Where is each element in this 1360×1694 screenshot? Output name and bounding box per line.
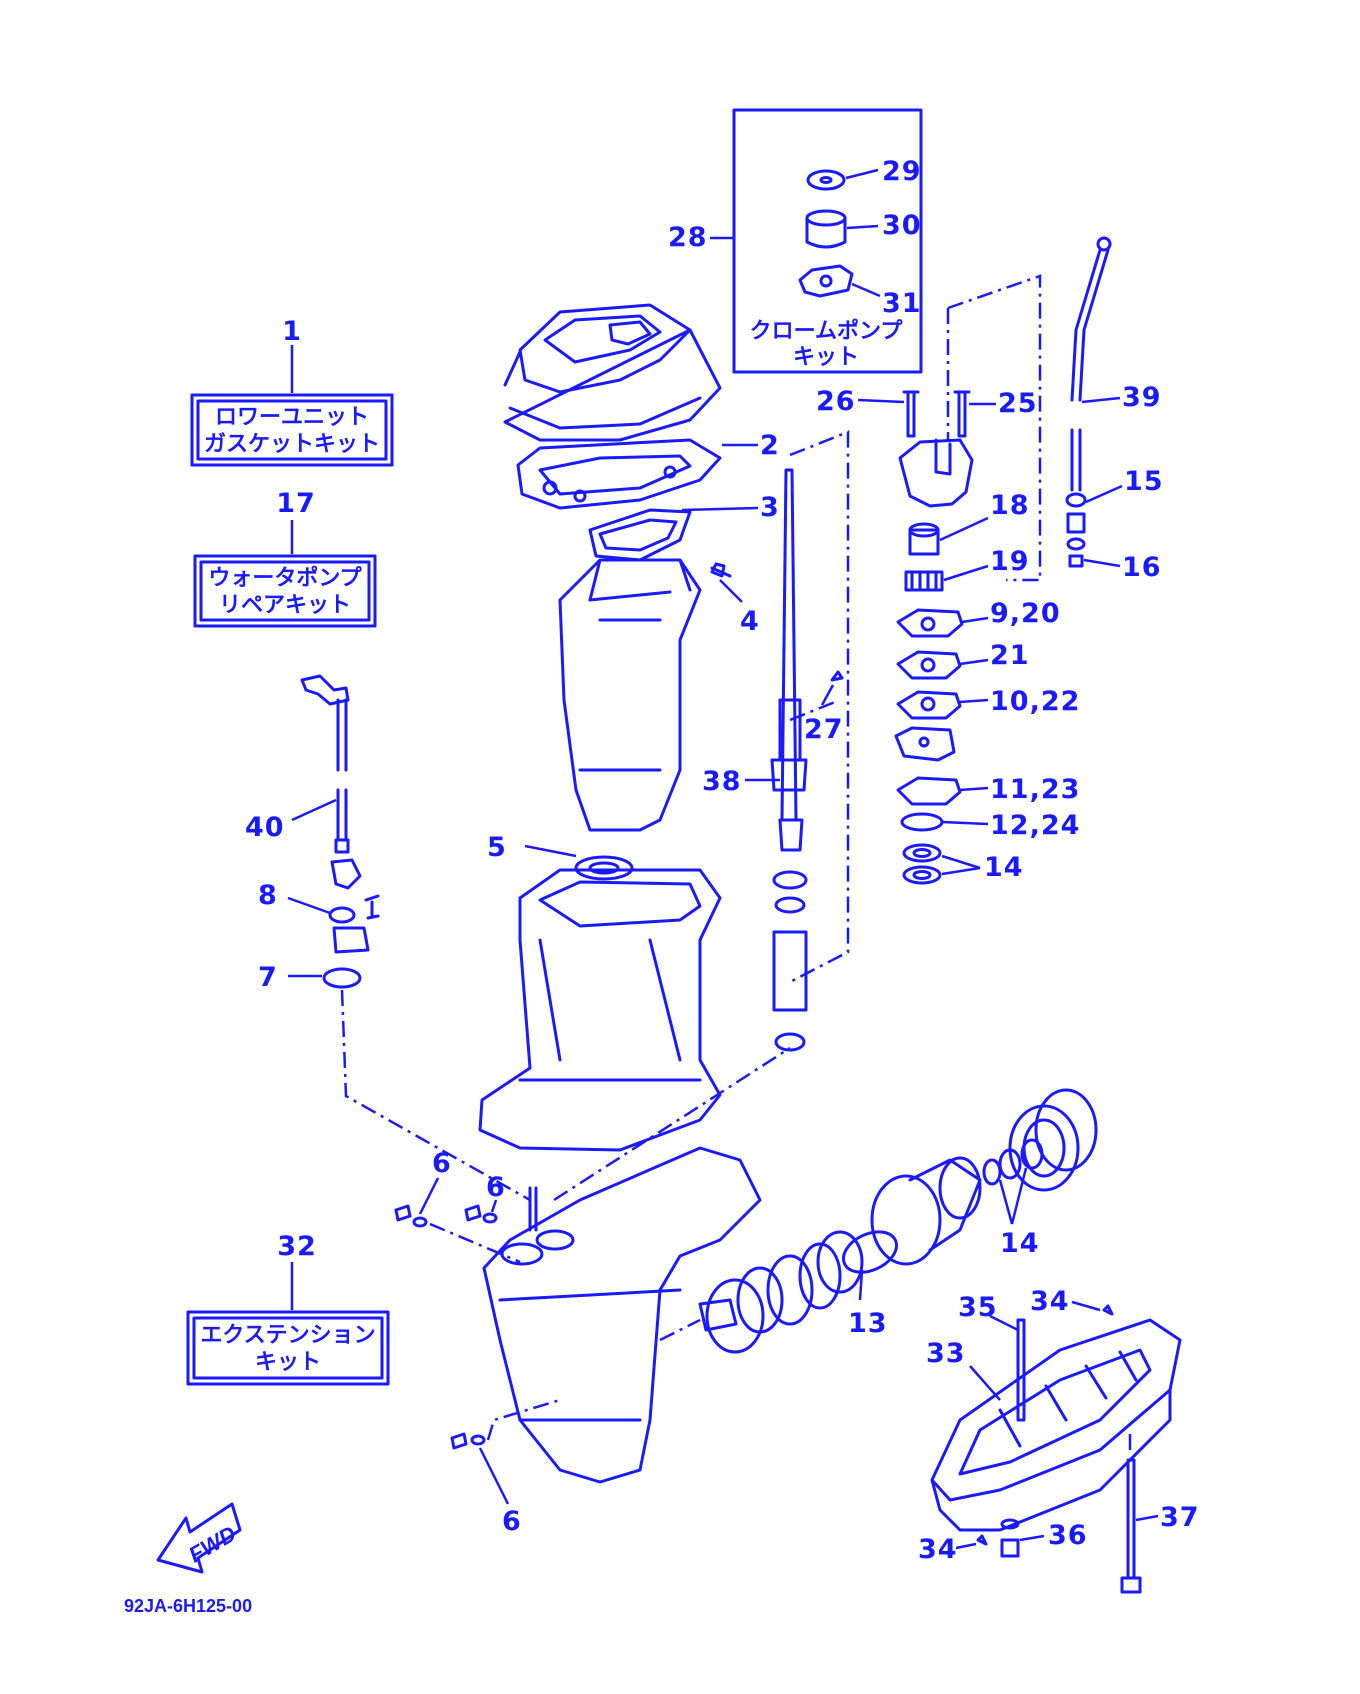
- callout-5: 5: [487, 832, 507, 863]
- kit-line1: ウォータポンプ: [208, 565, 362, 591]
- kit-line1: クロームポンプ: [750, 318, 904, 344]
- shaft-dash-line: [789, 430, 850, 984]
- callout-8: 8: [258, 880, 278, 911]
- water-tube: 39 15 16: [1065, 236, 1164, 583]
- callout-16: 16: [1122, 552, 1162, 583]
- callout-29: 29: [882, 156, 922, 187]
- shift-dash-line: [340, 989, 531, 1202]
- pump-dash-line: [947, 274, 1042, 582]
- callout-28: 28: [668, 222, 708, 253]
- lower-unit-gearcase: 6 6 6: [394, 1146, 762, 1537]
- kit-box-water-pump-repair[interactable]: ウォータポンプ リペアキット 17: [193, 488, 377, 628]
- diagram-code: 92JA-6H125-00: [124, 1596, 252, 1616]
- kit-line1: ロワーユニット: [215, 405, 369, 430]
- callout-27: 27: [804, 714, 844, 745]
- kit-line2: リペアキット: [219, 593, 351, 618]
- kit-box-chrome-pump[interactable]: クロームポンプ キット 28 29 30 31: [668, 108, 923, 374]
- fwd-label: FWD: [184, 1521, 240, 1568]
- kit-line2: ガスケットキット: [204, 432, 380, 457]
- water-pump-assembly: 26 25 18 19 9,20 21 10,22 1: [816, 386, 1080, 885]
- callout-31: 31: [882, 288, 922, 319]
- callout-38: 38: [702, 766, 742, 797]
- callout-9-20: 9,20: [990, 598, 1061, 629]
- callout-14-lower: 14: [1000, 1228, 1040, 1259]
- shift-rod: 40 8 7: [245, 674, 380, 993]
- callout-6-bottom: 6: [502, 1506, 522, 1537]
- callout-25: 25: [998, 388, 1038, 419]
- kit-box-extension[interactable]: エクステンション キット 32: [186, 1231, 390, 1386]
- washer-part: [806, 169, 846, 191]
- callout-7: 7: [258, 962, 278, 993]
- callout-26: 26: [816, 386, 856, 417]
- callout-33: 33: [926, 1338, 966, 1369]
- callout-19: 19: [990, 546, 1030, 577]
- callout-6-left: 6: [432, 1148, 452, 1179]
- propeller-shaft-assembly: 13 14: [698, 1088, 1098, 1354]
- callout-34-upper: 34: [1030, 1286, 1070, 1317]
- callout-35: 35: [958, 1292, 998, 1323]
- callout-37: 37: [1160, 1502, 1200, 1533]
- cup-part: [805, 209, 847, 249]
- drive-shaft: 38 27: [702, 468, 844, 1052]
- callout-18: 18: [990, 490, 1030, 521]
- callout-13: 13: [848, 1308, 888, 1339]
- kit-line2: キット: [255, 1350, 321, 1375]
- kit-line2: キット: [793, 345, 859, 370]
- callout-10-22: 10,22: [990, 686, 1080, 717]
- callout-12-24: 12,24: [990, 810, 1080, 841]
- callout-1: 1: [282, 316, 302, 347]
- driveshaft-housing: 5: [478, 832, 722, 1152]
- upper-casing-assembly: 4 2 3: [503, 303, 780, 832]
- callout-14-upper: 14: [984, 852, 1024, 883]
- plate-part: [798, 264, 854, 298]
- kit-box-lower-unit-gasket[interactable]: ロワーユニット ガスケットキット 1: [190, 316, 394, 467]
- callout-3: 3: [760, 492, 780, 523]
- callout-40: 40: [245, 812, 285, 843]
- callout-34-lower: 34: [918, 1534, 958, 1565]
- callout-30: 30: [882, 210, 922, 241]
- callout-6-mid: 6: [486, 1172, 506, 1203]
- callout-21: 21: [990, 640, 1030, 671]
- callout-36: 36: [1048, 1520, 1088, 1551]
- callout-4: 4: [740, 606, 760, 637]
- callout-15: 15: [1124, 466, 1164, 497]
- fwd-arrow-icon: FWD: [156, 1502, 242, 1574]
- callout-39: 39: [1122, 382, 1162, 413]
- callout-2: 2: [760, 430, 780, 461]
- callout-11-23: 11,23: [990, 774, 1080, 805]
- extension-housing: 35 33 34 34 36 37: [918, 1286, 1200, 1594]
- callout-17: 17: [276, 488, 316, 519]
- callout-32: 32: [277, 1231, 317, 1262]
- kit-line1: エクステンション: [200, 1323, 375, 1348]
